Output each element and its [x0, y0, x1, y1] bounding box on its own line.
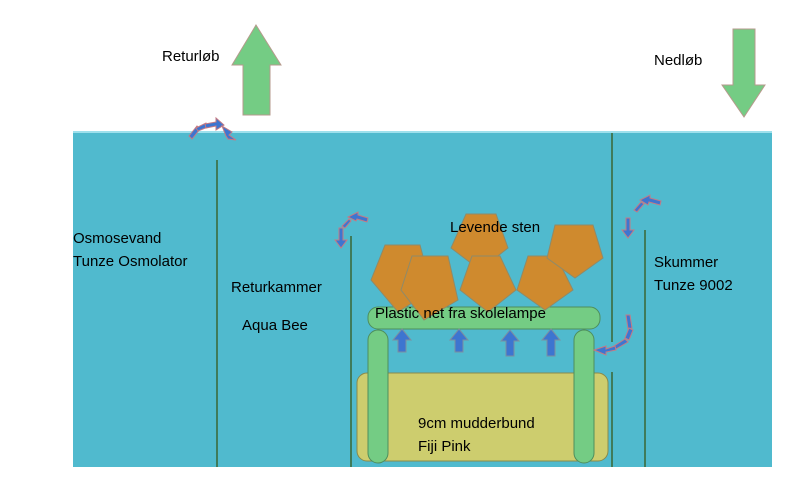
ro-water-label-line2: Tunze Osmolator: [73, 253, 188, 270]
upflow-arrow-4: [540, 328, 562, 357]
flow-arrow-skimmer-top: [621, 194, 662, 239]
rock-6: [546, 224, 604, 279]
rock-2: [400, 255, 459, 321]
ro-water-label-line1: Osmosevand: [73, 230, 161, 247]
flow-arrow-overflow-top: [188, 116, 237, 141]
return-chamber-label-line2: Aqua Bee: [242, 317, 308, 334]
substrate-label-line2: Fiji Pink: [418, 438, 471, 455]
flow-arrow-skimmer-bottom: [592, 314, 634, 356]
drain-down-arrow: [721, 28, 766, 118]
skimmer-label-line2: Tunze 9002: [654, 277, 733, 294]
net-leg-right: [573, 329, 595, 464]
skimmer-label-line1: Skummer: [654, 254, 718, 271]
return-flow-label: Returløb: [162, 48, 220, 65]
live-rock-label: Levende sten: [450, 219, 540, 236]
return-chamber-label-line1: Returkammer: [231, 279, 322, 296]
return-flow-up-arrow: [231, 24, 282, 116]
plastic-net-label: Plastic net fra skolelampe: [375, 305, 546, 322]
substrate-label-line1: 9cm mudderbund: [418, 415, 535, 432]
upflow-arrow-2: [448, 328, 470, 353]
upflow-arrow-3: [499, 329, 521, 357]
net-leg-left: [367, 329, 389, 464]
drain-label: Nedløb: [654, 52, 702, 69]
upflow-arrows: [391, 328, 562, 357]
rock-4: [459, 255, 517, 313]
upflow-arrow-1: [391, 328, 413, 353]
substrate-bed: [356, 372, 609, 462]
live-rocks: [370, 213, 604, 321]
flow-arrow-return-chamber: [334, 211, 369, 249]
